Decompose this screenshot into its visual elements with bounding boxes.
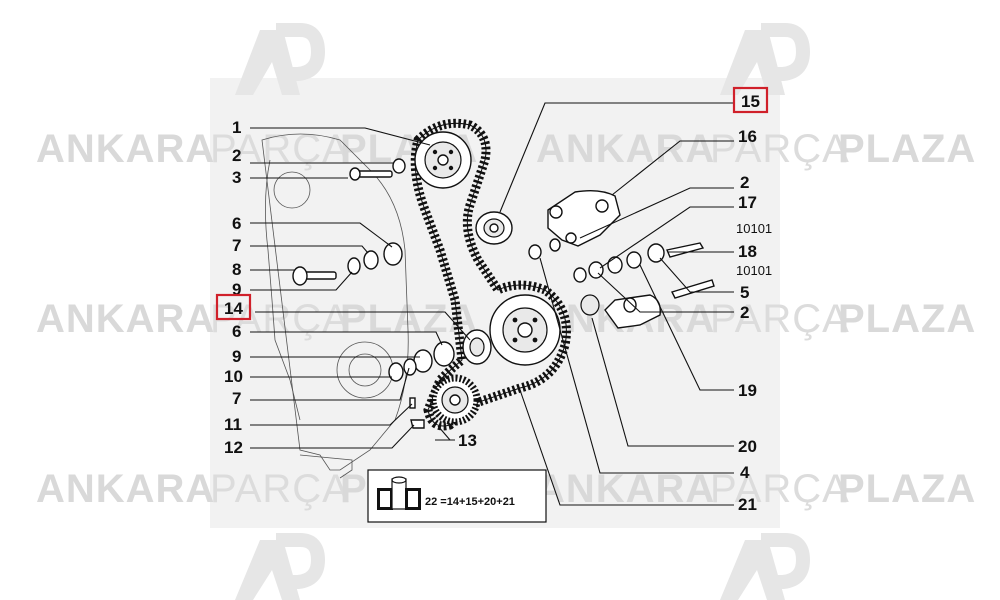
watermark-parca: PARÇA [710, 127, 850, 171]
highlight-box-14 [215, 293, 252, 321]
callout-16: 16 [738, 127, 757, 146]
kit-box-icon [377, 476, 421, 510]
watermark-parca: PARÇA [210, 467, 350, 511]
callout-6: 6 [232, 214, 241, 233]
callout-18: 18 [738, 242, 757, 261]
callout-2: 2 [740, 173, 749, 192]
watermark-plaza: PLAZA [838, 467, 976, 511]
tensioner-pulley-14 [462, 329, 492, 365]
callout-10: 10 [224, 367, 243, 386]
callout-1: 1 [232, 118, 241, 137]
watermark-plaza: PLAZA [838, 127, 976, 171]
callout-17: 17 [738, 193, 757, 212]
reference-10101: 10101 [736, 263, 772, 278]
callout-14: 14 [224, 299, 243, 318]
callout-9: 9 [232, 280, 241, 299]
callout-6: 6 [232, 322, 241, 341]
callout-2: 2 [740, 303, 749, 322]
callout-11: 11 [224, 415, 242, 434]
camshaft-pulley [414, 131, 472, 189]
diagram-background [210, 78, 780, 528]
watermark-parca: PARÇA [710, 297, 850, 341]
callout-19: 19 [738, 381, 757, 400]
callout-7: 7 [232, 389, 241, 408]
kit-formula: 22 =14+15+20+21 [425, 496, 515, 508]
watermark-parca: PARÇA [210, 127, 350, 171]
callout-7: 7 [232, 236, 241, 255]
callouts-right: 15 16 2 17 10101 18 10101 5 2 19 20 4 21 [732, 86, 772, 514]
callout-4: 4 [740, 463, 750, 482]
right-side-parts [528, 189, 715, 329]
watermark-logo-top-left [235, 23, 326, 95]
callout-21: 21 [738, 495, 757, 514]
callout-20: 20 [738, 437, 757, 456]
watermark-plaza: PLAZA [838, 297, 976, 341]
callout-8: 8 [232, 260, 241, 279]
watermark-ankara: ANKARA [536, 127, 715, 171]
intermediate-pulley [489, 294, 561, 366]
watermark-ankara: ANKARA [36, 297, 215, 341]
watermark-logo-bottom-right [720, 533, 811, 600]
kit-legend: 22 =14+15+20+21 [367, 469, 547, 523]
callout-13: 13 [458, 431, 477, 450]
callout-2: 2 [232, 146, 241, 165]
callout-3: 3 [232, 168, 241, 187]
watermark-logo-bottom-left [235, 533, 326, 600]
highlight-box-15 [732, 86, 769, 114]
timing-belt [410, 118, 571, 431]
idler-pulley-15 [475, 211, 513, 245]
callout-9: 9 [232, 347, 241, 366]
reference-10101: 10101 [736, 221, 772, 236]
callout-12: 12 [224, 438, 243, 457]
leader-lines [250, 102, 734, 506]
watermark-ankara: ANKARA [36, 127, 215, 171]
crankshaft-gear [429, 374, 481, 426]
watermark-logo-top-right [720, 23, 811, 95]
watermark-ankara: ANKARA [536, 467, 715, 511]
watermark-parca: PARÇA [710, 467, 850, 511]
callout-15: 15 [741, 92, 760, 111]
callouts-left: 1 2 3 6 7 8 9 14 6 9 10 7 11 12 13 [215, 118, 477, 457]
callout-5: 5 [740, 283, 749, 302]
left-small-parts [292, 158, 455, 429]
watermark-ankara: ANKARA [36, 467, 215, 511]
